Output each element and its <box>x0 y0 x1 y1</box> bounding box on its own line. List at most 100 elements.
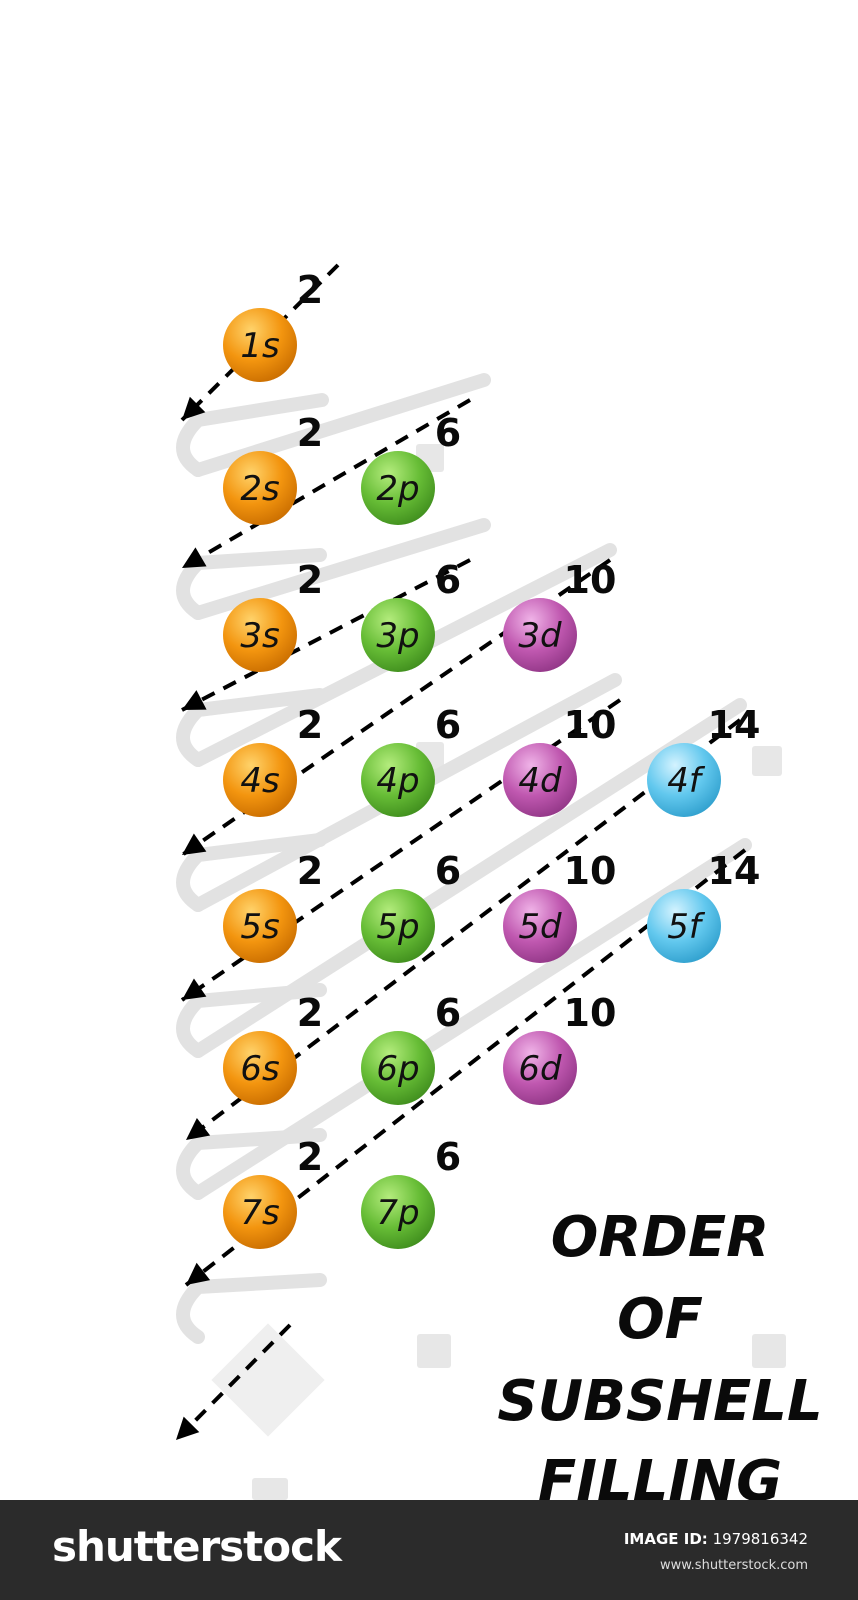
arrow-head <box>182 396 206 420</box>
subshell-6s: 6s <box>223 1031 297 1105</box>
capacity-label: 14 <box>708 703 761 747</box>
track-segment <box>191 698 747 1058</box>
capacity-label: 6 <box>435 558 461 602</box>
arrow-head <box>182 690 207 710</box>
arrow-head <box>182 547 207 568</box>
arrow-head <box>182 978 207 1000</box>
subshell-label: 4d <box>518 761 562 801</box>
capacity-label: 6 <box>435 411 461 455</box>
subshell-5d: 5d <box>503 889 577 963</box>
capacity-label: 2 <box>297 703 323 747</box>
capacity-label: 2 <box>297 849 323 893</box>
track-segment <box>176 1128 327 1200</box>
arrow-head <box>186 1262 211 1285</box>
subshell-ball <box>647 743 721 817</box>
subshell-4d: 4d <box>503 743 577 817</box>
subshell-4f: 4f <box>647 743 721 817</box>
track-segment <box>176 833 327 912</box>
image-id-value: 1979816342 <box>712 1530 808 1548</box>
subshell-label: 5f <box>667 907 706 947</box>
subshell-label: 2s <box>240 469 279 509</box>
title-line-2: OF <box>617 1287 703 1352</box>
subshell-ball <box>361 1031 435 1105</box>
arrow-line <box>181 558 471 712</box>
track-segment <box>176 393 329 477</box>
subshell-3s: 3s <box>223 598 297 672</box>
subshell-ball <box>503 1031 577 1105</box>
arrow-head <box>176 1416 200 1440</box>
capacity-label: 6 <box>435 703 461 747</box>
diagram-title: ORDER OF SUBSHELL FILLING <box>497 1205 822 1514</box>
title-line-1: ORDER <box>551 1205 770 1270</box>
image-id: IMAGE ID: 1979816342 <box>624 1530 808 1548</box>
subshell-ball <box>503 889 577 963</box>
subshell-ball <box>361 1175 435 1249</box>
arrow-line <box>180 398 472 570</box>
capacity-label: 2 <box>297 1135 323 1179</box>
subshell-label: 2p <box>376 469 419 509</box>
title-line-4: FILLING <box>538 1449 782 1500</box>
capacity-label: 14 <box>708 849 761 893</box>
subshell-6p: 6p <box>361 1031 435 1105</box>
subshell-2s: 2s <box>223 451 297 525</box>
subshell-balls: 1s 2s 2p 3s 3p 3d 4s 4p 4d 4f 5s 5p 5d 5f 6s 6p 6d 7s 7p <box>223 308 721 1249</box>
track-segment <box>176 688 327 767</box>
capacity-label: 6 <box>435 991 461 1035</box>
subshell-filling-diagram: 1s 2s 2p 3s 3p 3d 4s 4p 4d 4f 5s 5p 5d 5f 6s 6p 6d 7s 7p 2… <box>174 263 823 1514</box>
subshell-label: 6p <box>376 1049 419 1089</box>
subshell-ball <box>223 451 297 525</box>
subshell-ball <box>223 1175 297 1249</box>
footer-bar: shutterstock IMAGE ID: 1979816342 www.sh… <box>0 1500 858 1600</box>
capacity-label: 10 <box>564 849 617 893</box>
subshell-4p: 4p <box>361 743 435 817</box>
capacity-label: 10 <box>564 558 617 602</box>
subshell-label: 5s <box>240 907 279 947</box>
subshell-label: 5d <box>518 907 562 947</box>
subshell-ball <box>647 889 721 963</box>
subshell-ball <box>503 598 577 672</box>
capacity-label: 2 <box>297 558 323 602</box>
shutterstock-logo: shutterstock <box>52 1522 342 1571</box>
subshell-ball <box>223 889 297 963</box>
subshell-3d: 3d <box>503 598 577 672</box>
subshell-7s: 7s <box>223 1175 297 1249</box>
subshell-label: 4p <box>376 761 419 801</box>
subshell-ball <box>223 743 297 817</box>
subshell-ball <box>361 889 435 963</box>
subshell-5f: 5f <box>647 889 721 963</box>
image-id-label: IMAGE ID: <box>623 1530 708 1548</box>
subshell-ball <box>361 451 435 525</box>
track-segment <box>176 983 327 1058</box>
subshell-label: 1s <box>240 326 279 366</box>
subshell-label: 3s <box>240 616 279 656</box>
subshell-7p: 7p <box>361 1175 435 1249</box>
subshell-label: 7s <box>240 1193 279 1233</box>
subshell-ball <box>503 743 577 817</box>
arrow-line <box>174 1323 292 1442</box>
subshell-label: 4s <box>240 761 279 801</box>
subshell-label: 5p <box>376 907 419 947</box>
subshell-label: 7p <box>376 1193 419 1233</box>
arrow-head <box>182 833 207 855</box>
capacity-label: 6 <box>435 849 461 893</box>
track-segment <box>191 838 752 1200</box>
subshell-label: 3p <box>376 616 419 656</box>
subshell-label: 4f <box>667 761 706 801</box>
title-line-3: SUBSHELL <box>497 1369 822 1434</box>
subshell-ball <box>223 308 297 382</box>
subshell-2p: 2p <box>361 451 435 525</box>
capacity-label: 2 <box>297 991 323 1035</box>
subshell-label: 6d <box>518 1049 562 1089</box>
subshell-3p: 3p <box>361 598 435 672</box>
subshell-label: 3d <box>518 616 562 656</box>
track-segment <box>176 1273 327 1344</box>
capacity-label: 10 <box>564 703 617 747</box>
subshell-ball <box>361 743 435 817</box>
capacity-label: 2 <box>297 268 323 312</box>
diagram-canvas: 1s 2s 2p 3s 3p 3d 4s 4p 4d 4f 5s 5p 5d 5f 6s 6p 6d 7s 7p 2… <box>174 263 823 1514</box>
subshell-ball <box>223 598 297 672</box>
capacity-label: 6 <box>435 1135 461 1179</box>
subshell-4s: 4s <box>223 743 297 817</box>
subshell-5p: 5p <box>361 889 435 963</box>
